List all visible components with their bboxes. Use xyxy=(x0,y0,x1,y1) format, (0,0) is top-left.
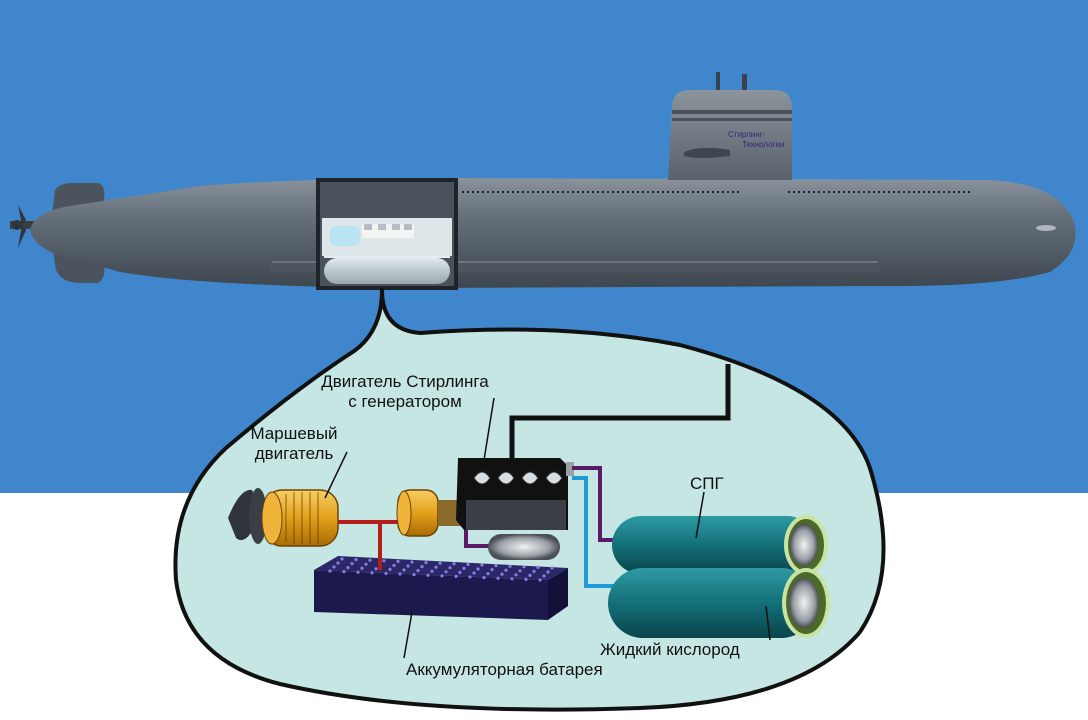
stirling-label-line2: с генератором xyxy=(348,392,462,411)
battery-cell-dot xyxy=(480,563,484,567)
battery-cell-dot xyxy=(504,568,508,572)
battery-cell-dot xyxy=(374,567,378,571)
battery-cell-dot xyxy=(546,570,550,574)
battery-cell-dot xyxy=(522,565,526,569)
battery-cell-dot xyxy=(370,571,374,575)
stirling-engine-label: Двигатель Стирлинга с генератором xyxy=(290,372,520,412)
battery-cell-dot xyxy=(340,557,344,561)
battery-cell-dot xyxy=(496,576,500,580)
battery-cell-dot xyxy=(354,558,358,562)
sail-text-line2: Технологии xyxy=(742,140,785,149)
sail-text-line1: Стирлинг- xyxy=(728,130,766,139)
battery-cell-dot xyxy=(368,558,372,562)
battery-cell-dot xyxy=(508,564,512,568)
battery-cell-dot xyxy=(518,569,522,573)
battery-cell-dot xyxy=(346,566,350,570)
battery-cell-dot xyxy=(398,572,402,576)
lng-tank xyxy=(612,515,828,575)
battery-cell-dot xyxy=(550,566,554,570)
battery-label: Аккумуляторная батарея xyxy=(406,660,603,679)
battery-cell-dot xyxy=(438,561,442,565)
battery-cell-dot xyxy=(538,578,542,582)
battery-cell-dot xyxy=(336,561,340,565)
battery-cell-dot xyxy=(468,575,472,579)
battery-cell-dot xyxy=(388,567,392,572)
lng-pipe xyxy=(572,466,618,542)
submarine xyxy=(10,72,1076,290)
battery-cell-dot xyxy=(410,560,414,564)
battery-cell-dot xyxy=(536,565,540,570)
battery-cell-dot xyxy=(420,565,424,569)
battery-cell-dot xyxy=(500,572,504,576)
main-motor-label-line1: Маршевый xyxy=(250,424,338,443)
battery-cell-dot xyxy=(494,564,498,568)
battery-cell-dot xyxy=(528,573,532,578)
battery-block xyxy=(314,556,568,620)
battery-cell-dot xyxy=(412,573,416,577)
sail xyxy=(668,72,792,180)
battery-cell-dot xyxy=(430,569,434,573)
battery-cell-dot xyxy=(406,564,410,568)
main-motor-label-line2: двигатель xyxy=(254,444,334,463)
battery-cell-dot xyxy=(384,571,388,576)
battery-cell-dot xyxy=(426,573,430,577)
battery-cell-dot xyxy=(444,570,448,574)
battery-cell-dot xyxy=(524,577,528,582)
cutaway-section xyxy=(316,178,458,290)
battery-cell-dot xyxy=(424,561,428,565)
battery-cell-dot xyxy=(332,565,336,569)
battery-cell-dot xyxy=(440,574,444,578)
hull xyxy=(30,178,1076,288)
battery-cell-dot xyxy=(356,570,360,574)
hull-vents xyxy=(320,191,970,201)
lng-label: СПГ xyxy=(690,474,724,493)
oxygen-pipe xyxy=(572,476,614,588)
battery-cell-dot xyxy=(360,566,364,570)
battery-cell-dot xyxy=(454,574,458,579)
battery-cell-dot xyxy=(350,562,354,566)
battery-cell-dot xyxy=(542,574,546,578)
battery-cell-dot xyxy=(466,562,470,567)
battery-cell-dot xyxy=(486,572,490,576)
battery-cell-dot xyxy=(452,562,456,566)
main-motor xyxy=(228,488,339,547)
battery-cell-dot xyxy=(462,566,466,571)
battery-cell-dot xyxy=(482,576,486,580)
battery-cell-dot xyxy=(342,570,346,574)
battery-cell-dot xyxy=(514,573,518,577)
battery-cell-dot xyxy=(458,570,462,575)
battery-cell-dot xyxy=(490,568,494,572)
battery-cell-dot xyxy=(382,559,386,563)
battery-cell-dot xyxy=(328,569,332,573)
stirling-label-line1: Двигатель Стирлинга xyxy=(321,372,489,391)
battery-cell-dot xyxy=(416,569,420,573)
propeller-icon xyxy=(10,205,38,248)
liquid-oxygen-tank xyxy=(608,568,830,638)
leader-lines xyxy=(324,397,771,659)
battery-cell-dot xyxy=(396,559,400,564)
exhaust-pipe xyxy=(509,364,731,458)
battery-cell-dot xyxy=(476,567,480,571)
battery-cell-dot xyxy=(434,565,438,569)
battery-cell-dot xyxy=(448,566,452,570)
battery-cell-dot xyxy=(532,569,536,574)
liquid-oxygen-label: Жидкий кислород xyxy=(600,640,740,659)
battery-cell-dot xyxy=(392,563,396,568)
small-canister xyxy=(488,534,560,560)
battery-cell-dot xyxy=(510,577,514,581)
battery-cell-dot xyxy=(402,568,406,572)
stirling-engine xyxy=(456,458,574,530)
battery-cell-dot xyxy=(364,562,368,566)
battery-cell-dot xyxy=(472,571,476,575)
main-motor-label: Маршевый двигатель xyxy=(232,424,356,464)
